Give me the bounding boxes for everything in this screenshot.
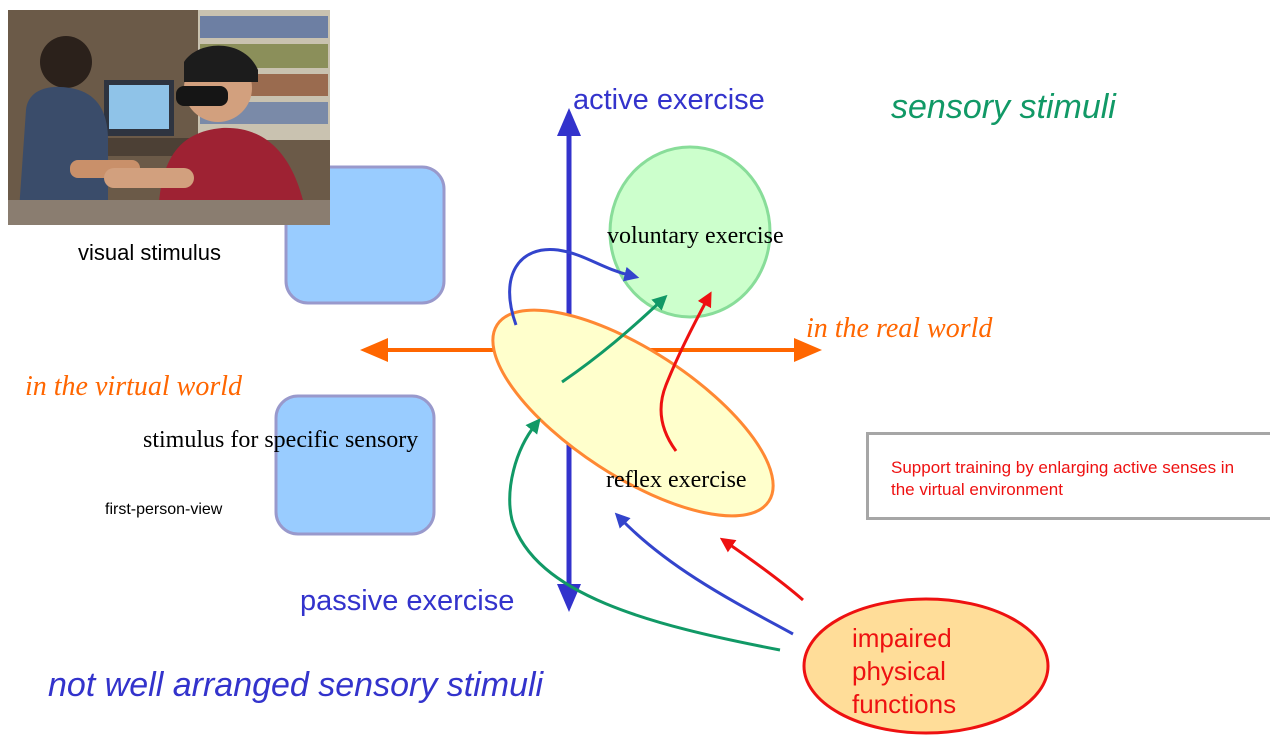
impaired-functions-label: impaired physical functions	[852, 623, 957, 719]
photo-two-people-vr-headset-icon	[8, 10, 330, 225]
first-person-view-box	[274, 394, 436, 536]
support-training-box: Support training by enlarging active sen…	[866, 432, 1270, 520]
photo-vr-training	[8, 10, 330, 225]
blue-curved-arrow-to-voluntary	[508, 247, 640, 326]
horizontal-axis-right-arrowhead	[794, 338, 822, 362]
in-the-real-world-label: in the real world	[806, 313, 993, 344]
blue-arrow-from-impaired	[614, 512, 794, 636]
sensory-stimuli-label: sensory stimuli	[891, 88, 1116, 126]
not-well-arranged-label: not well arranged sensory stimuli	[48, 666, 544, 704]
in-the-virtual-world-label: in the virtual world	[25, 371, 242, 402]
stimulus-specific-sensory-label: stimulus for specific sensory	[143, 427, 419, 453]
red-arrow-to-voluntary	[659, 291, 712, 452]
active-exercise-label: active exercise	[573, 84, 765, 116]
vertical-axis-top-arrowhead	[557, 108, 581, 136]
horizontal-axis-left-arrowhead	[360, 338, 388, 362]
support-training-text: Support training by enlarging active sen…	[891, 458, 1235, 499]
reflex-exercise-ellipse	[491, 308, 775, 518]
reflex-exercise-label: reflex exercise	[606, 467, 747, 493]
green-curved-arrow-from-impaired	[508, 418, 781, 652]
passive-exercise-label: passive exercise	[300, 585, 515, 617]
first-person-view-label: first-person-view	[105, 501, 223, 518]
impaired-functions-ellipse	[802, 597, 1050, 735]
green-arrow-to-voluntary	[561, 294, 668, 384]
voluntary-exercise-ellipse	[608, 145, 772, 319]
red-arrow-from-impaired	[719, 537, 804, 602]
voluntary-exercise-label: voluntary exercise	[607, 223, 784, 249]
visual-stimulus-label: visual stimulus	[78, 240, 222, 265]
vertical-axis-bottom-arrowhead	[557, 584, 581, 612]
